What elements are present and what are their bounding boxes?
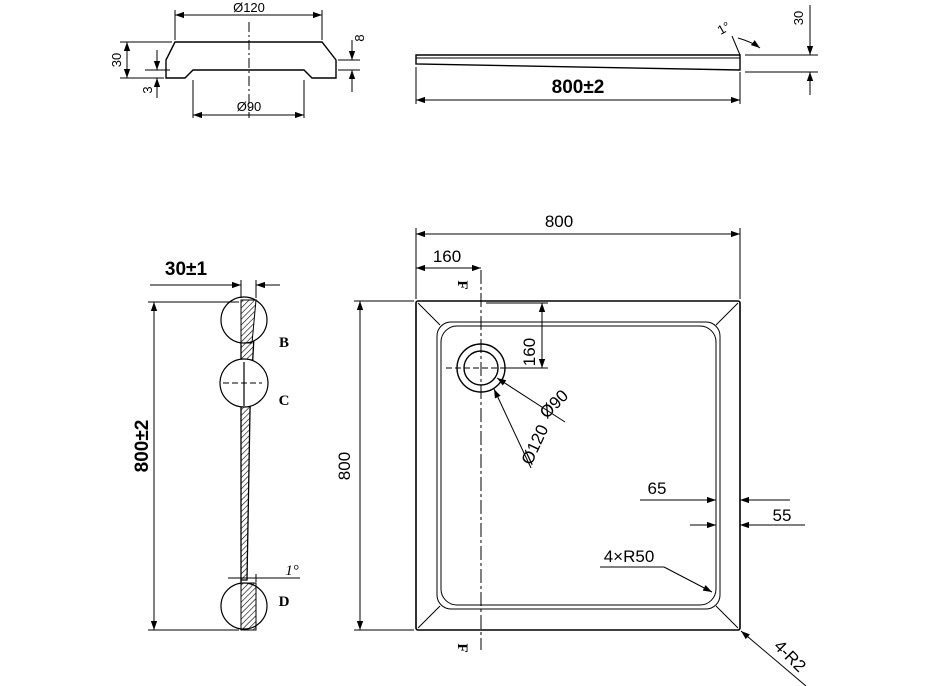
front-view xyxy=(415,5,818,104)
detail-label-c: C xyxy=(279,393,290,409)
front-length-label: 800±2 xyxy=(552,77,605,98)
plan-depth-label: 800 xyxy=(335,452,354,480)
front-tray-profile xyxy=(415,54,741,71)
side-section-view xyxy=(148,280,300,631)
plan-drain-inner-label: Ø90 xyxy=(536,386,572,422)
side-thickness-label: 30±1 xyxy=(165,259,208,280)
detail-label-b: B xyxy=(279,335,289,351)
drain-lip-label: 8 xyxy=(352,34,367,41)
drain-detail-view xyxy=(120,10,360,119)
section-mark-top: F xyxy=(454,280,470,289)
plan-outer-radius-label: 4-R2 xyxy=(770,636,809,675)
tray-rim-inner xyxy=(436,321,721,610)
plan-drain-offset-y-label: 160 xyxy=(520,338,539,366)
detail-label-d: D xyxy=(279,594,290,610)
side-length-label: 800±2 xyxy=(132,420,153,473)
drain-inner-dia-label: Ø90 xyxy=(237,99,262,114)
plan-inner-radius-label: 4×R50 xyxy=(604,547,655,566)
plan-outer-margin-label: 55 xyxy=(773,506,792,525)
plan-drain-offset-x-label: 160 xyxy=(433,247,461,266)
front-angle-label: 1° xyxy=(715,18,733,37)
tray-outer-edge xyxy=(415,300,741,631)
drain-flange-label: 3 xyxy=(140,86,155,93)
plan-width-label: 800 xyxy=(545,212,573,231)
plan-view xyxy=(354,228,807,686)
drain-outer-dia-label: Ø120 xyxy=(233,0,265,15)
plan-drain-outer-label: Ø120 xyxy=(518,422,553,468)
side-angle-label: 1° xyxy=(285,563,299,579)
plan-inner-margin-label: 65 xyxy=(648,479,667,498)
front-height-label: 30 xyxy=(791,11,806,25)
section-mark-bottom: F xyxy=(454,643,470,652)
drain-height-label: 30 xyxy=(109,53,124,67)
drain-body xyxy=(165,41,337,79)
tray-basin xyxy=(440,325,717,606)
